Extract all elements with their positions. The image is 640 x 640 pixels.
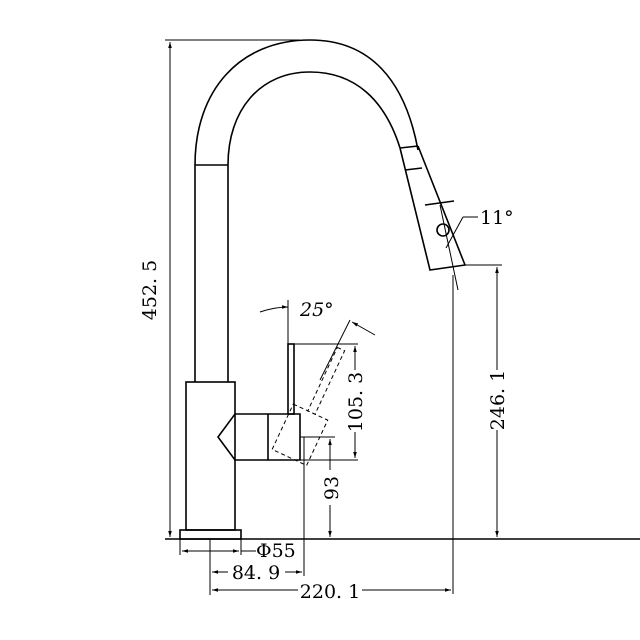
dim-lever-height: 105. 3 — [294, 343, 367, 461]
spray-button — [436, 223, 450, 237]
label-outlet-height: 246. 1 — [487, 370, 509, 430]
label-total-height: 452. 5 — [139, 260, 161, 320]
dim-lever-base-height: 93 — [300, 436, 343, 537]
dim-total-height: 452. 5 — [139, 39, 300, 537]
label-lever-height: 105. 3 — [345, 372, 367, 432]
lever-stem — [287, 343, 295, 415]
lever-rotated-dashed — [271, 403, 329, 467]
label-spray-angle: 11° — [480, 207, 514, 229]
faucet-outline — [179, 39, 467, 540]
label-lever-angle: 25° — [299, 299, 334, 321]
dim-spray-angle: 11° — [445, 207, 514, 249]
lever-hub — [217, 413, 301, 461]
dim-spout-reach: 220. 1 — [212, 275, 454, 603]
faucet-body — [185, 381, 236, 531]
label-base-diameter: Φ55 — [256, 540, 296, 562]
dim-outlet-height: 246. 1 — [465, 264, 509, 537]
dim-base-diameter: Φ55 — [179, 539, 296, 562]
label-lever-base-height: 93 — [321, 476, 343, 500]
dim-lever-angle: 25° — [259, 299, 376, 381]
base-plate — [179, 529, 242, 540]
spout-inner — [227, 71, 401, 382]
label-spout-reach: 220. 1 — [300, 581, 360, 603]
label-lever-reach: 84. 9 — [232, 562, 280, 584]
spout-outer — [194, 39, 419, 382]
dim-lever-reach: 84. 9 — [209, 437, 305, 595]
